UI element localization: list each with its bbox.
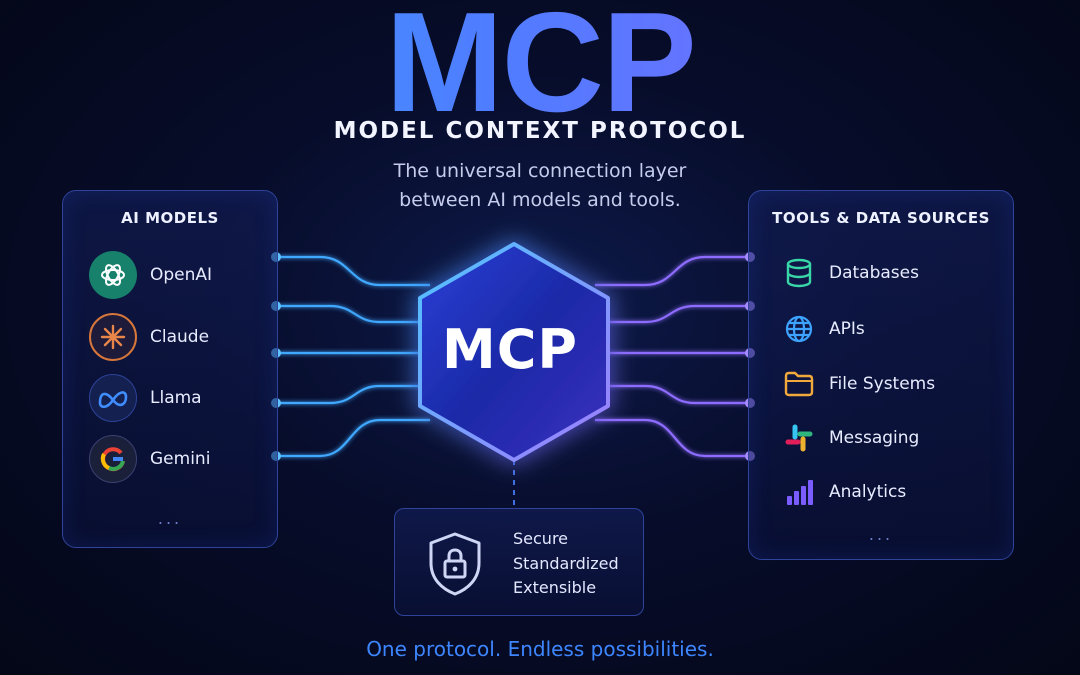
tools-panel: TOOLS & DATA SOURCES Databases xyxy=(748,190,1014,560)
connector-apis xyxy=(595,304,750,324)
tool-item-messaging: Messaging xyxy=(783,421,1003,455)
bar-chart-icon xyxy=(783,476,815,508)
tagline: The universal connection layer between A… xyxy=(300,157,780,215)
globe-icon xyxy=(783,313,815,345)
connector-databases xyxy=(595,255,750,287)
connector-more-left xyxy=(276,418,430,458)
more-tools-ellipsis: ... xyxy=(868,525,894,544)
tool-label: Analytics xyxy=(829,482,907,502)
openai-logo-icon xyxy=(89,251,137,299)
right-connectors xyxy=(595,255,750,458)
connector-analytics xyxy=(595,418,750,458)
hub-label: MCP xyxy=(442,318,578,381)
model-label: OpenAI xyxy=(150,265,213,285)
mcp-hub-hexagon xyxy=(418,242,610,462)
ai-models-title: AI MODELS xyxy=(121,209,219,227)
tool-item-databases: Databases xyxy=(783,256,1003,290)
tool-item-file-systems: File Systems xyxy=(783,367,1003,401)
model-label: Gemini xyxy=(150,449,211,469)
tool-label: APIs xyxy=(829,319,865,339)
feature-secure: Secure xyxy=(513,529,569,548)
features-box: Secure Standardized Extensible xyxy=(394,508,644,616)
ai-models-panel: AI MODELS OpenAI Cla xyxy=(62,190,278,548)
tool-label: Databases xyxy=(829,263,919,283)
connector-claude xyxy=(276,304,430,324)
folder-icon xyxy=(783,368,815,400)
slack-logo-icon xyxy=(783,422,815,454)
tool-label: Messaging xyxy=(829,428,920,448)
footer-slogan: One protocol. Endless possibilities. xyxy=(366,637,714,661)
model-item-claude: Claude xyxy=(89,313,269,361)
model-item-openai: OpenAI xyxy=(89,251,269,299)
model-item-llama: Llama xyxy=(89,374,269,422)
meta-llama-logo-icon xyxy=(89,374,137,422)
feature-extensible: Extensible xyxy=(513,578,597,597)
main-title: MCP xyxy=(0,0,1080,134)
connector-openai xyxy=(276,255,430,287)
connector-messaging xyxy=(595,384,750,405)
subtitle: MODEL CONTEXT PROTOCOL xyxy=(333,118,747,144)
database-icon xyxy=(783,257,815,289)
more-models-ellipsis: ... xyxy=(157,509,183,528)
tool-label: File Systems xyxy=(829,374,936,394)
tools-title: TOOLS & DATA SOURCES xyxy=(772,209,990,227)
feature-standardized: Standardized xyxy=(513,554,619,573)
tagline-line-2: between AI models and tools. xyxy=(399,189,681,211)
connector-gemini xyxy=(276,384,430,405)
tagline-line-1: The universal connection layer xyxy=(393,160,687,182)
model-label: Llama xyxy=(150,388,202,408)
google-gemini-logo-icon xyxy=(89,435,137,483)
tool-item-apis: APIs xyxy=(783,312,1003,346)
model-label: Claude xyxy=(150,327,210,347)
claude-logo-icon xyxy=(89,313,137,361)
shield-lock-icon xyxy=(425,531,485,601)
model-item-gemini: Gemini xyxy=(89,435,269,483)
left-connectors xyxy=(276,255,430,458)
tool-item-analytics: Analytics xyxy=(783,475,1003,509)
